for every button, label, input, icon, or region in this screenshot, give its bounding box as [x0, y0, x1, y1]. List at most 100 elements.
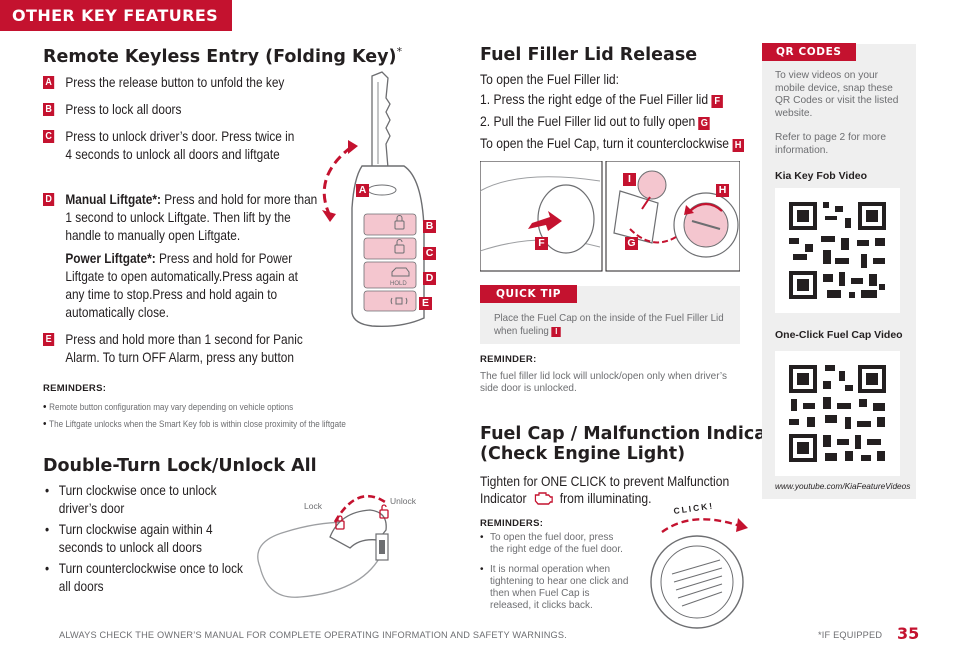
- press-arrow: [528, 211, 562, 231]
- qr-url[interactable]: www.youtube.com/KiaFeatureVideos: [775, 481, 911, 491]
- remote-step-c: C Press to unlock driver’s door. Press t…: [43, 128, 301, 164]
- fob-badge-c: C: [423, 247, 436, 260]
- lock-label: Lock: [304, 501, 322, 511]
- quick-tip-text-body: Place the Fuel Cap on the inside of the …: [494, 313, 724, 337]
- fob-lock-icon: [394, 215, 405, 230]
- fuel-cap-open-text: To open the Fuel Cap, turn it counterclo…: [480, 136, 730, 151]
- remote-keyless-title-text: Remote Keyless Entry (Folding Key): [43, 46, 397, 67]
- remote-step-d-text: Press and hold for more than 1 second to…: [65, 192, 318, 243]
- fuel-cap-title-line-2: (Check Engine Light): [480, 444, 686, 464]
- fob-hold-label: HOLD: [390, 281, 407, 287]
- qr-codes-tag: QR CODES: [762, 43, 856, 61]
- badge-d: D: [43, 193, 55, 206]
- footer-disclaimer: ALWAYS CHECK THE OWNER’S MANUAL FOR COMP…: [59, 630, 567, 640]
- badge-e: E: [43, 333, 55, 346]
- unlock-icon: [379, 504, 389, 519]
- door-handle-illustration: [257, 494, 389, 598]
- remote-step-a: A Press the release button to unfold the…: [43, 74, 327, 92]
- remote-keyless-title: Remote Keyless Entry (Folding Key)*: [43, 45, 402, 67]
- qr-video-1-title: Kia Key Fob Video: [775, 170, 867, 182]
- fuel-cap-text-line-2: Indicator from illuminating.: [480, 491, 652, 506]
- fuel-lid-step-2: 2. Pull the Fuel Filler lid out to fully…: [480, 114, 711, 130]
- key-blade: [371, 71, 391, 169]
- fuel-cap-reminders-title: REMINDERS:: [480, 518, 544, 529]
- manual-liftgate-label: Manual Liftgate*:: [65, 192, 161, 207]
- fob-panic-button: [363, 290, 417, 312]
- double-turn-arrow: [333, 494, 389, 523]
- remote-step-power-text: Press and hold for Power Liftgate to ope…: [65, 251, 298, 320]
- key-slot: [379, 540, 385, 554]
- fuel-cap-inner: [660, 545, 734, 619]
- fuel-lid-reminder-text: The fuel filler lid lock will unlock/ope…: [480, 371, 727, 394]
- qr-code-fuel-cap[interactable]: [775, 351, 900, 476]
- fuel-cap-reminder-2: •It is normal operation when tightening …: [480, 564, 629, 611]
- remote-step-b-text: Press to lock all doors: [65, 102, 182, 117]
- power-liftgate-label: Power Liftgate*:: [65, 251, 156, 266]
- qr-code-fuel-cap-graphic: [789, 365, 886, 462]
- fuel-lid-open-door: [613, 190, 659, 244]
- fuel-lid-closed: [537, 184, 595, 254]
- fuel-cap-open: To open the Fuel Cap, turn it counterclo…: [480, 136, 744, 152]
- photo-badge-g: G: [625, 237, 638, 250]
- qr-intro: To view videos on your mobile device, sn…: [775, 70, 899, 119]
- fuel-cap-illustration: CLICK!: [650, 500, 748, 629]
- photo-badge-i: I: [623, 173, 636, 186]
- badge-a: A: [43, 76, 55, 89]
- double-turn-bullet-3-text: Turn counterclockwise once to lock all d…: [58, 561, 243, 594]
- unfold-arrow: [322, 146, 351, 217]
- double-turn-title: Double-Turn Lock/Unlock All: [43, 456, 317, 476]
- fob-release-button: [367, 184, 397, 196]
- qr-code-key-fob-graphic: [789, 202, 886, 299]
- fob-badge-e: E: [419, 297, 432, 310]
- fob-unlock-button: [363, 237, 417, 260]
- fuel-cap-reminder-1: •To open the fuel door, press the right …: [480, 532, 630, 556]
- badge-f: F: [711, 95, 723, 108]
- badge-g: G: [698, 117, 711, 130]
- fuel-cap-text-indicator: Indicator: [480, 491, 527, 506]
- qr-code-key-fob[interactable]: [775, 188, 900, 313]
- remote-step-d: D Manual Liftgate*: Press and hold for m…: [43, 191, 318, 245]
- photo-badge-f: F: [535, 237, 548, 250]
- remote-step-a-text: Press the release button to unfold the k…: [65, 75, 285, 90]
- double-turn-bullet-1-text: Turn clockwise once to unlock driver’s d…: [58, 483, 217, 516]
- badge-b: B: [43, 103, 55, 116]
- lock-icon: [335, 515, 345, 530]
- click-label: CLICK!: [673, 500, 715, 516]
- photo-badge-h: H: [716, 184, 729, 197]
- click-arrow: [661, 518, 741, 533]
- remote-step-b: B Press to lock all doors: [43, 101, 327, 119]
- page-number: 35: [897, 624, 920, 643]
- remote-reminders-title: REMINDERS:: [43, 383, 107, 394]
- fuel-lid-title: Fuel Filler Lid Release: [480, 45, 698, 65]
- fuel-cap-reminder-2-text: It is normal operation when tightening t…: [490, 564, 629, 611]
- fuel-lid-step-1: 1. Press the right edge of the Fuel Fill…: [480, 92, 723, 108]
- remote-reminder-2: •The Liftgate unlocks when the Smart Key…: [43, 418, 346, 430]
- unlock-label: Unlock: [390, 496, 416, 506]
- section-tab: OTHER KEY FEATURES: [0, 0, 232, 31]
- double-turn-bullet-2-text: Turn clockwise again within 4 seconds to…: [58, 522, 213, 555]
- fob-badge-a: A: [356, 184, 369, 197]
- remote-reminder-1: •Remote button configuration may vary de…: [43, 401, 294, 413]
- stored-fuel-cap: [637, 170, 667, 200]
- double-turn-bullet-2: •Turn clockwise again within 4 seconds t…: [45, 521, 251, 557]
- badge-c: C: [43, 130, 55, 143]
- fob-lock-button: [363, 213, 417, 236]
- badge-h: H: [732, 139, 744, 152]
- fuel-lid-reminder-title: REMINDER:: [480, 354, 537, 365]
- qr-refer: Refer to page 2 for more information.: [775, 132, 886, 156]
- remote-step-e: E Press and hold more than 1 second for …: [43, 331, 335, 367]
- fuel-cap-text-illuminating: from illuminating.: [559, 491, 652, 506]
- fuel-cap-text-line-1: Tighten for ONE CLICK to prevent Malfunc…: [480, 474, 730, 489]
- double-turn-bullet-1: •Turn clockwise once to unlock driver’s …: [45, 482, 251, 518]
- fuel-cap-reminder-1-text: To open the fuel door, press the right e…: [490, 532, 623, 555]
- qr-video-2-title: One-Click Fuel Cap Video: [775, 329, 903, 341]
- fob-horn-icon: [390, 297, 408, 305]
- fob-badge-d: D: [423, 272, 436, 285]
- quick-tip-tag: QUICK TIP: [480, 285, 578, 303]
- fuel-lid-step-1-text: 1. Press the right edge of the Fuel Fill…: [480, 92, 709, 107]
- fuel-cap-grip: [671, 559, 723, 607]
- remote-step-power-liftgate: Power Liftgate*: Press and hold for Powe…: [43, 250, 318, 322]
- remote-reminder-1-text: Remote button configuration may vary dep…: [49, 402, 294, 412]
- fob-badge-b: B: [423, 220, 436, 233]
- unfold-arrow-head-top: [348, 140, 358, 154]
